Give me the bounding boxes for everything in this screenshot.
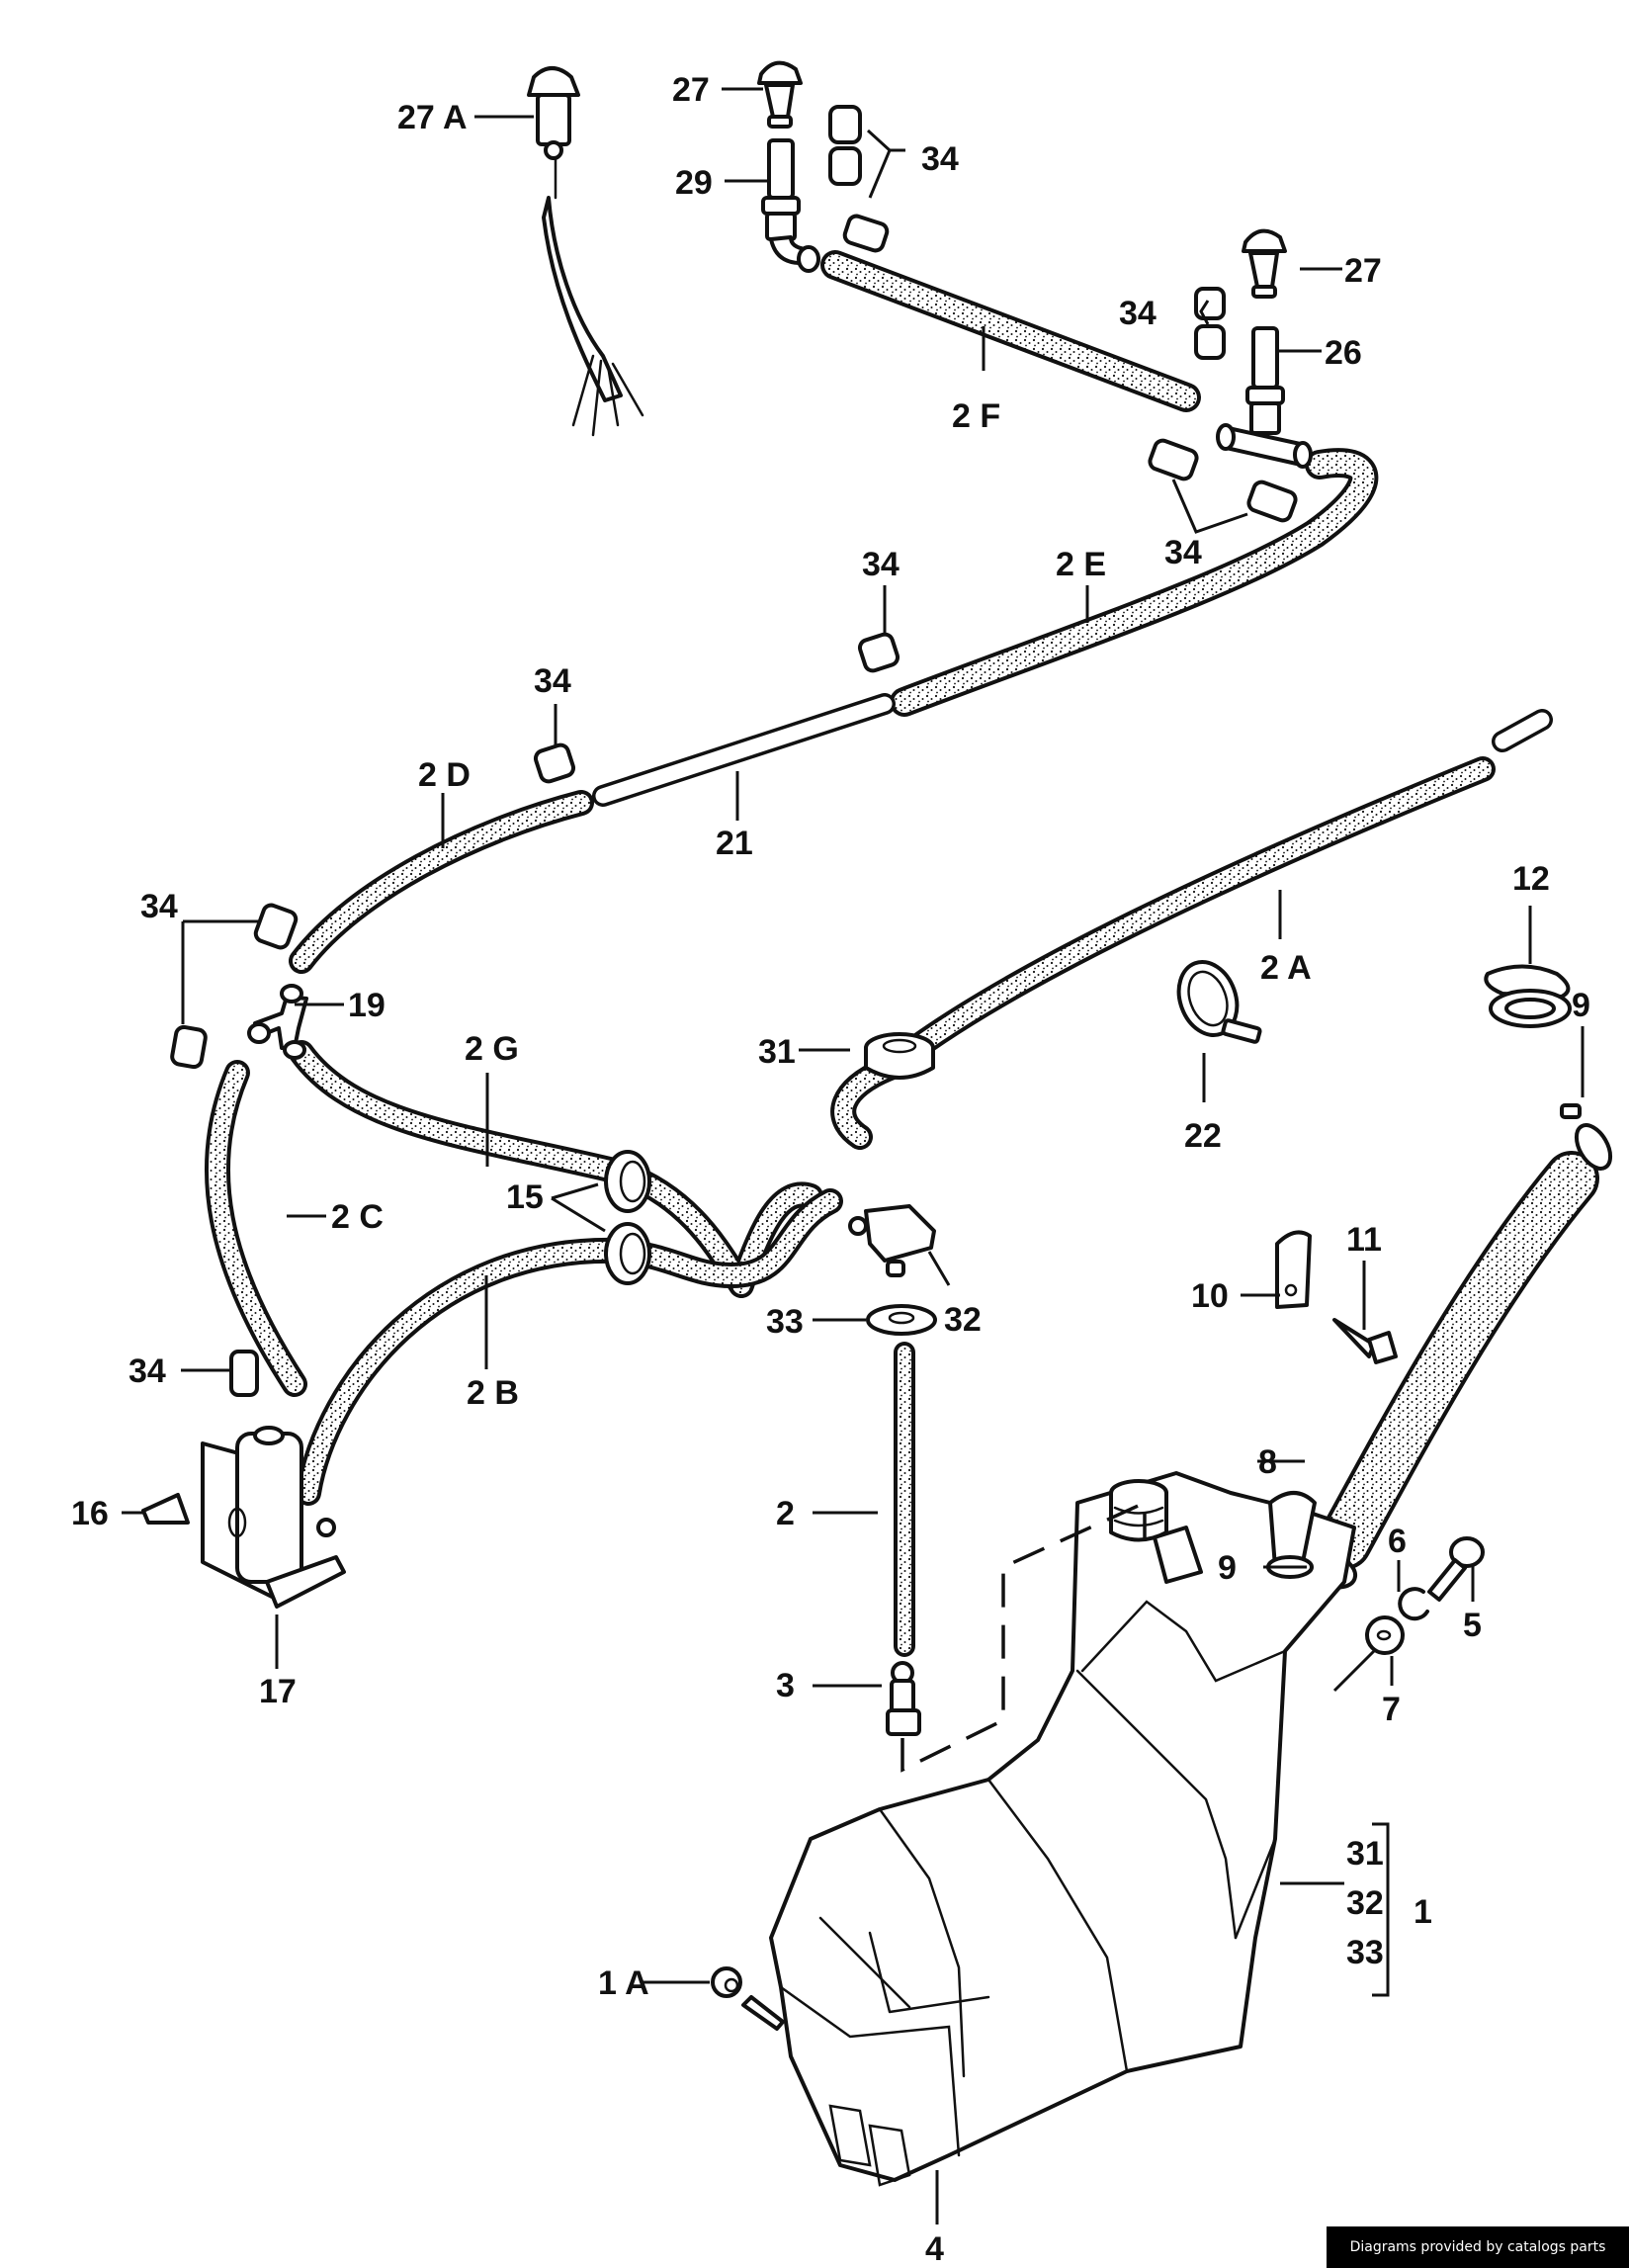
callout-6: 6 xyxy=(1388,1523,1407,1560)
callout-34-tee: 34 xyxy=(140,888,178,925)
washer-reservoir-1 xyxy=(769,1471,1356,2187)
sleeve-34-right-a xyxy=(1194,287,1226,320)
callout-29: 29 xyxy=(675,164,713,202)
bracket-10 xyxy=(1275,1230,1312,1309)
screw-11 xyxy=(1332,1318,1398,1364)
sleeve-34-top-a xyxy=(828,105,862,144)
callout-16: 16 xyxy=(71,1495,109,1532)
assembly-dashed-line xyxy=(900,1500,1147,1773)
sleeve-34-pair-b xyxy=(1246,480,1298,523)
nozzle-27a xyxy=(527,66,644,437)
callout-8: 8 xyxy=(1258,1443,1277,1481)
callout-31: 31 xyxy=(758,1033,796,1071)
hose-2a xyxy=(830,756,1496,1150)
callout-9-top: 9 xyxy=(1572,987,1590,1024)
callout-bracket-33: 33 xyxy=(1346,1934,1384,1971)
callout-2c: 2 C xyxy=(331,1198,384,1236)
sleeve-34-tee-a xyxy=(253,903,299,950)
hose-2g xyxy=(289,1040,823,1298)
hose-2f xyxy=(820,250,1201,412)
leader-lines xyxy=(122,87,1585,2224)
callout-2f: 2 F xyxy=(952,397,1000,435)
callout-10: 10 xyxy=(1191,1277,1229,1315)
callout-12: 12 xyxy=(1512,860,1550,898)
callout-2d: 2 D xyxy=(418,756,471,794)
bolt-5 xyxy=(1427,1536,1485,1602)
callout-bracket-32: 32 xyxy=(1346,1884,1384,1922)
washer-7 xyxy=(1365,1615,1405,1655)
tee-19 xyxy=(247,984,308,1060)
clamp-22 xyxy=(1176,960,1262,1044)
grommet-15-upper xyxy=(604,1150,651,1213)
hose-2a-tip xyxy=(1492,709,1553,752)
callout-bracket-31: 31 xyxy=(1346,1835,1384,1873)
sleeve-34-right-b xyxy=(1194,324,1226,360)
callout-26: 26 xyxy=(1325,334,1362,372)
callout-34-right: 34 xyxy=(1119,295,1157,332)
washer-33 xyxy=(866,1304,937,1336)
callout-4: 4 xyxy=(925,2230,944,2268)
callout-27-right: 27 xyxy=(1344,252,1382,290)
hose-21 xyxy=(592,693,896,807)
callout-21: 21 xyxy=(716,825,753,862)
diagram-credit-footer: Diagrams provided by catalogs parts xyxy=(1327,2226,1629,2268)
sleeve-34-top-b xyxy=(828,146,862,186)
callout-22: 22 xyxy=(1184,1117,1222,1155)
hose-2e xyxy=(890,448,1379,717)
sleeve-34-left xyxy=(533,742,576,784)
callout-11: 11 xyxy=(1346,1221,1382,1259)
callout-17: 17 xyxy=(259,1673,297,1710)
filter-3 xyxy=(886,1661,921,1736)
callout-27-top: 27 xyxy=(672,71,710,109)
callout-9-bottom: 9 xyxy=(1218,1549,1237,1587)
callout-5: 5 xyxy=(1463,1607,1482,1644)
callout-2: 2 xyxy=(776,1495,795,1532)
grommet-16 xyxy=(141,1493,190,1525)
callout-2b: 2 B xyxy=(467,1374,519,1412)
callout-1: 1 xyxy=(1414,1893,1432,1931)
callout-34-top: 34 xyxy=(921,140,959,178)
check-valve-29 xyxy=(761,138,820,273)
sleeve-34-pump xyxy=(229,1350,259,1397)
callout-3: 3 xyxy=(776,1667,795,1704)
hose-clamp-9-top xyxy=(1560,1103,1613,1171)
nozzle-27-top xyxy=(757,60,803,129)
callout-15: 15 xyxy=(506,1178,544,1216)
callout-33: 33 xyxy=(766,1303,804,1341)
callout-labels: 27 A 27 29 34 27 34 26 2 F 34 34 2 E 34 … xyxy=(71,71,1590,2268)
hose-8 xyxy=(1317,1151,1599,1570)
callout-1a: 1 A xyxy=(598,1964,649,2002)
washer-pump-17 xyxy=(201,1426,346,1609)
callout-34-left: 34 xyxy=(534,662,571,700)
nozzle-27-right xyxy=(1242,228,1287,299)
callout-34-pair: 34 xyxy=(1164,534,1202,571)
hose-2d xyxy=(289,790,594,974)
hose-2c xyxy=(204,1060,307,1397)
callout-2g: 2 G xyxy=(465,1030,519,1068)
cap-12 xyxy=(1484,964,1572,1028)
sleeve-34-mid xyxy=(857,632,900,673)
callout-19: 19 xyxy=(348,987,386,1024)
callout-2e: 2 E xyxy=(1056,546,1106,583)
callout-34-pump: 34 xyxy=(129,1352,166,1390)
sleeve-34-tee-b xyxy=(170,1024,208,1070)
sleeve-34-top-c xyxy=(842,214,890,253)
lock-washer-6 xyxy=(1398,1587,1429,1621)
callout-27a: 27 A xyxy=(397,99,468,136)
callout-2a: 2 A xyxy=(1260,949,1312,987)
callout-32: 32 xyxy=(944,1301,982,1339)
sleeve-34-pair-a xyxy=(1148,438,1199,481)
callout-7: 7 xyxy=(1382,1691,1401,1728)
grommet-15-lower xyxy=(604,1222,651,1285)
cap-31 xyxy=(864,1032,935,1080)
pump-32 xyxy=(848,1204,936,1277)
plug-1a xyxy=(711,1966,785,2031)
check-valve-26 xyxy=(1216,326,1313,469)
callout-34-mid: 34 xyxy=(862,546,900,583)
